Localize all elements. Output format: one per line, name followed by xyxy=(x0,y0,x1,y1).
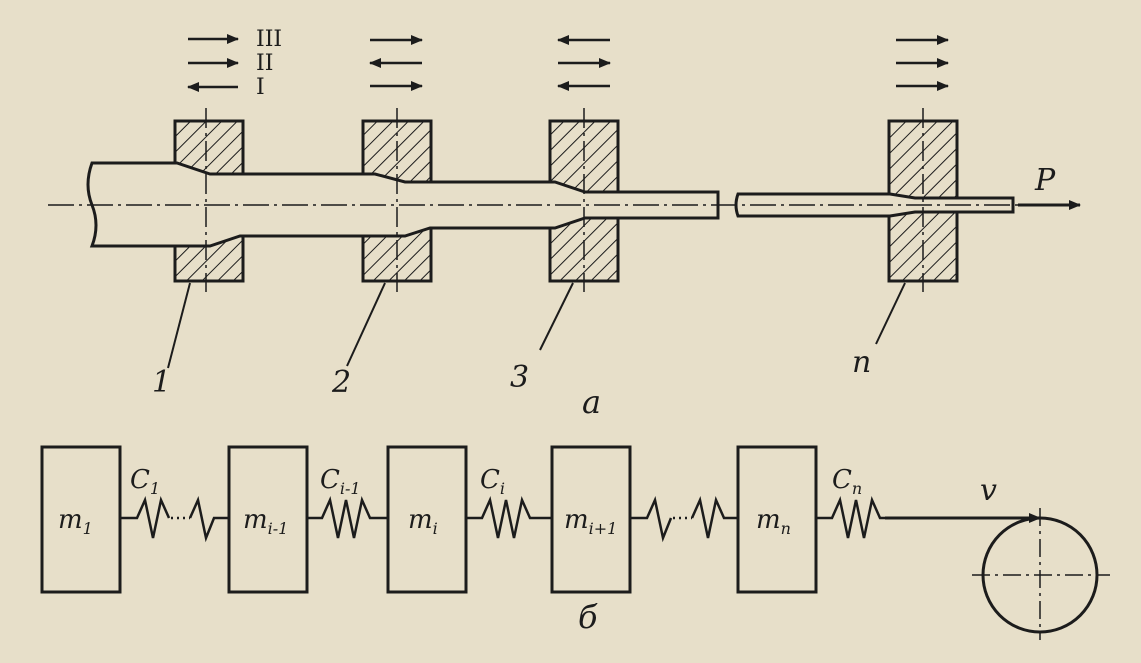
mass-label-i: mi xyxy=(408,505,438,538)
spring-n xyxy=(816,495,885,539)
force-label: P xyxy=(1034,163,1056,198)
mass-label-n: mn xyxy=(756,505,791,538)
die-label-1: 1 xyxy=(152,365,171,400)
mass-label-i-1: mi-1 xyxy=(243,505,288,538)
direction-label-i: I xyxy=(256,75,265,100)
drawing-setup xyxy=(48,34,1081,369)
direction-label-ii: II xyxy=(256,51,273,76)
mass-spring-model xyxy=(40,445,1110,640)
spring-label-i: Ci xyxy=(480,465,505,498)
die-label-3: 3 xyxy=(510,360,529,395)
spring-i-1 xyxy=(307,495,388,539)
leader-3 xyxy=(539,282,574,351)
spring-i+1 xyxy=(630,495,738,543)
velocity-label: v xyxy=(980,473,997,508)
spring-1 xyxy=(120,495,229,543)
spring-label-i-1: Ci-1 xyxy=(320,465,361,498)
spring-label-n: Cn xyxy=(832,465,862,498)
direction-arrows-die-n xyxy=(896,35,949,91)
direction-arrows-die-2 xyxy=(369,35,423,91)
mass-label-1: m1 xyxy=(58,505,93,538)
mass-label-i+1: mi+1 xyxy=(564,505,617,538)
direction-arrows-die-3 xyxy=(557,35,611,91)
spring-label-1: C1 xyxy=(130,465,160,498)
mass-block-i+1 xyxy=(550,445,632,594)
leader-1 xyxy=(167,282,191,369)
mass-block-i-1 xyxy=(227,445,309,594)
mass-block-n xyxy=(736,445,818,594)
die-label-n: n xyxy=(852,345,871,380)
direction-label-iii: III xyxy=(256,27,282,52)
caption-a: а xyxy=(582,383,601,421)
die-label-2: 2 xyxy=(331,365,351,400)
leader-n xyxy=(875,282,906,345)
direction-arrows-die-1 xyxy=(187,34,239,92)
mass-block-1 xyxy=(40,445,122,594)
leader-2 xyxy=(346,282,386,367)
caption-b: б xyxy=(578,598,598,636)
mass-block-i xyxy=(386,445,468,594)
spring-i xyxy=(466,495,552,539)
